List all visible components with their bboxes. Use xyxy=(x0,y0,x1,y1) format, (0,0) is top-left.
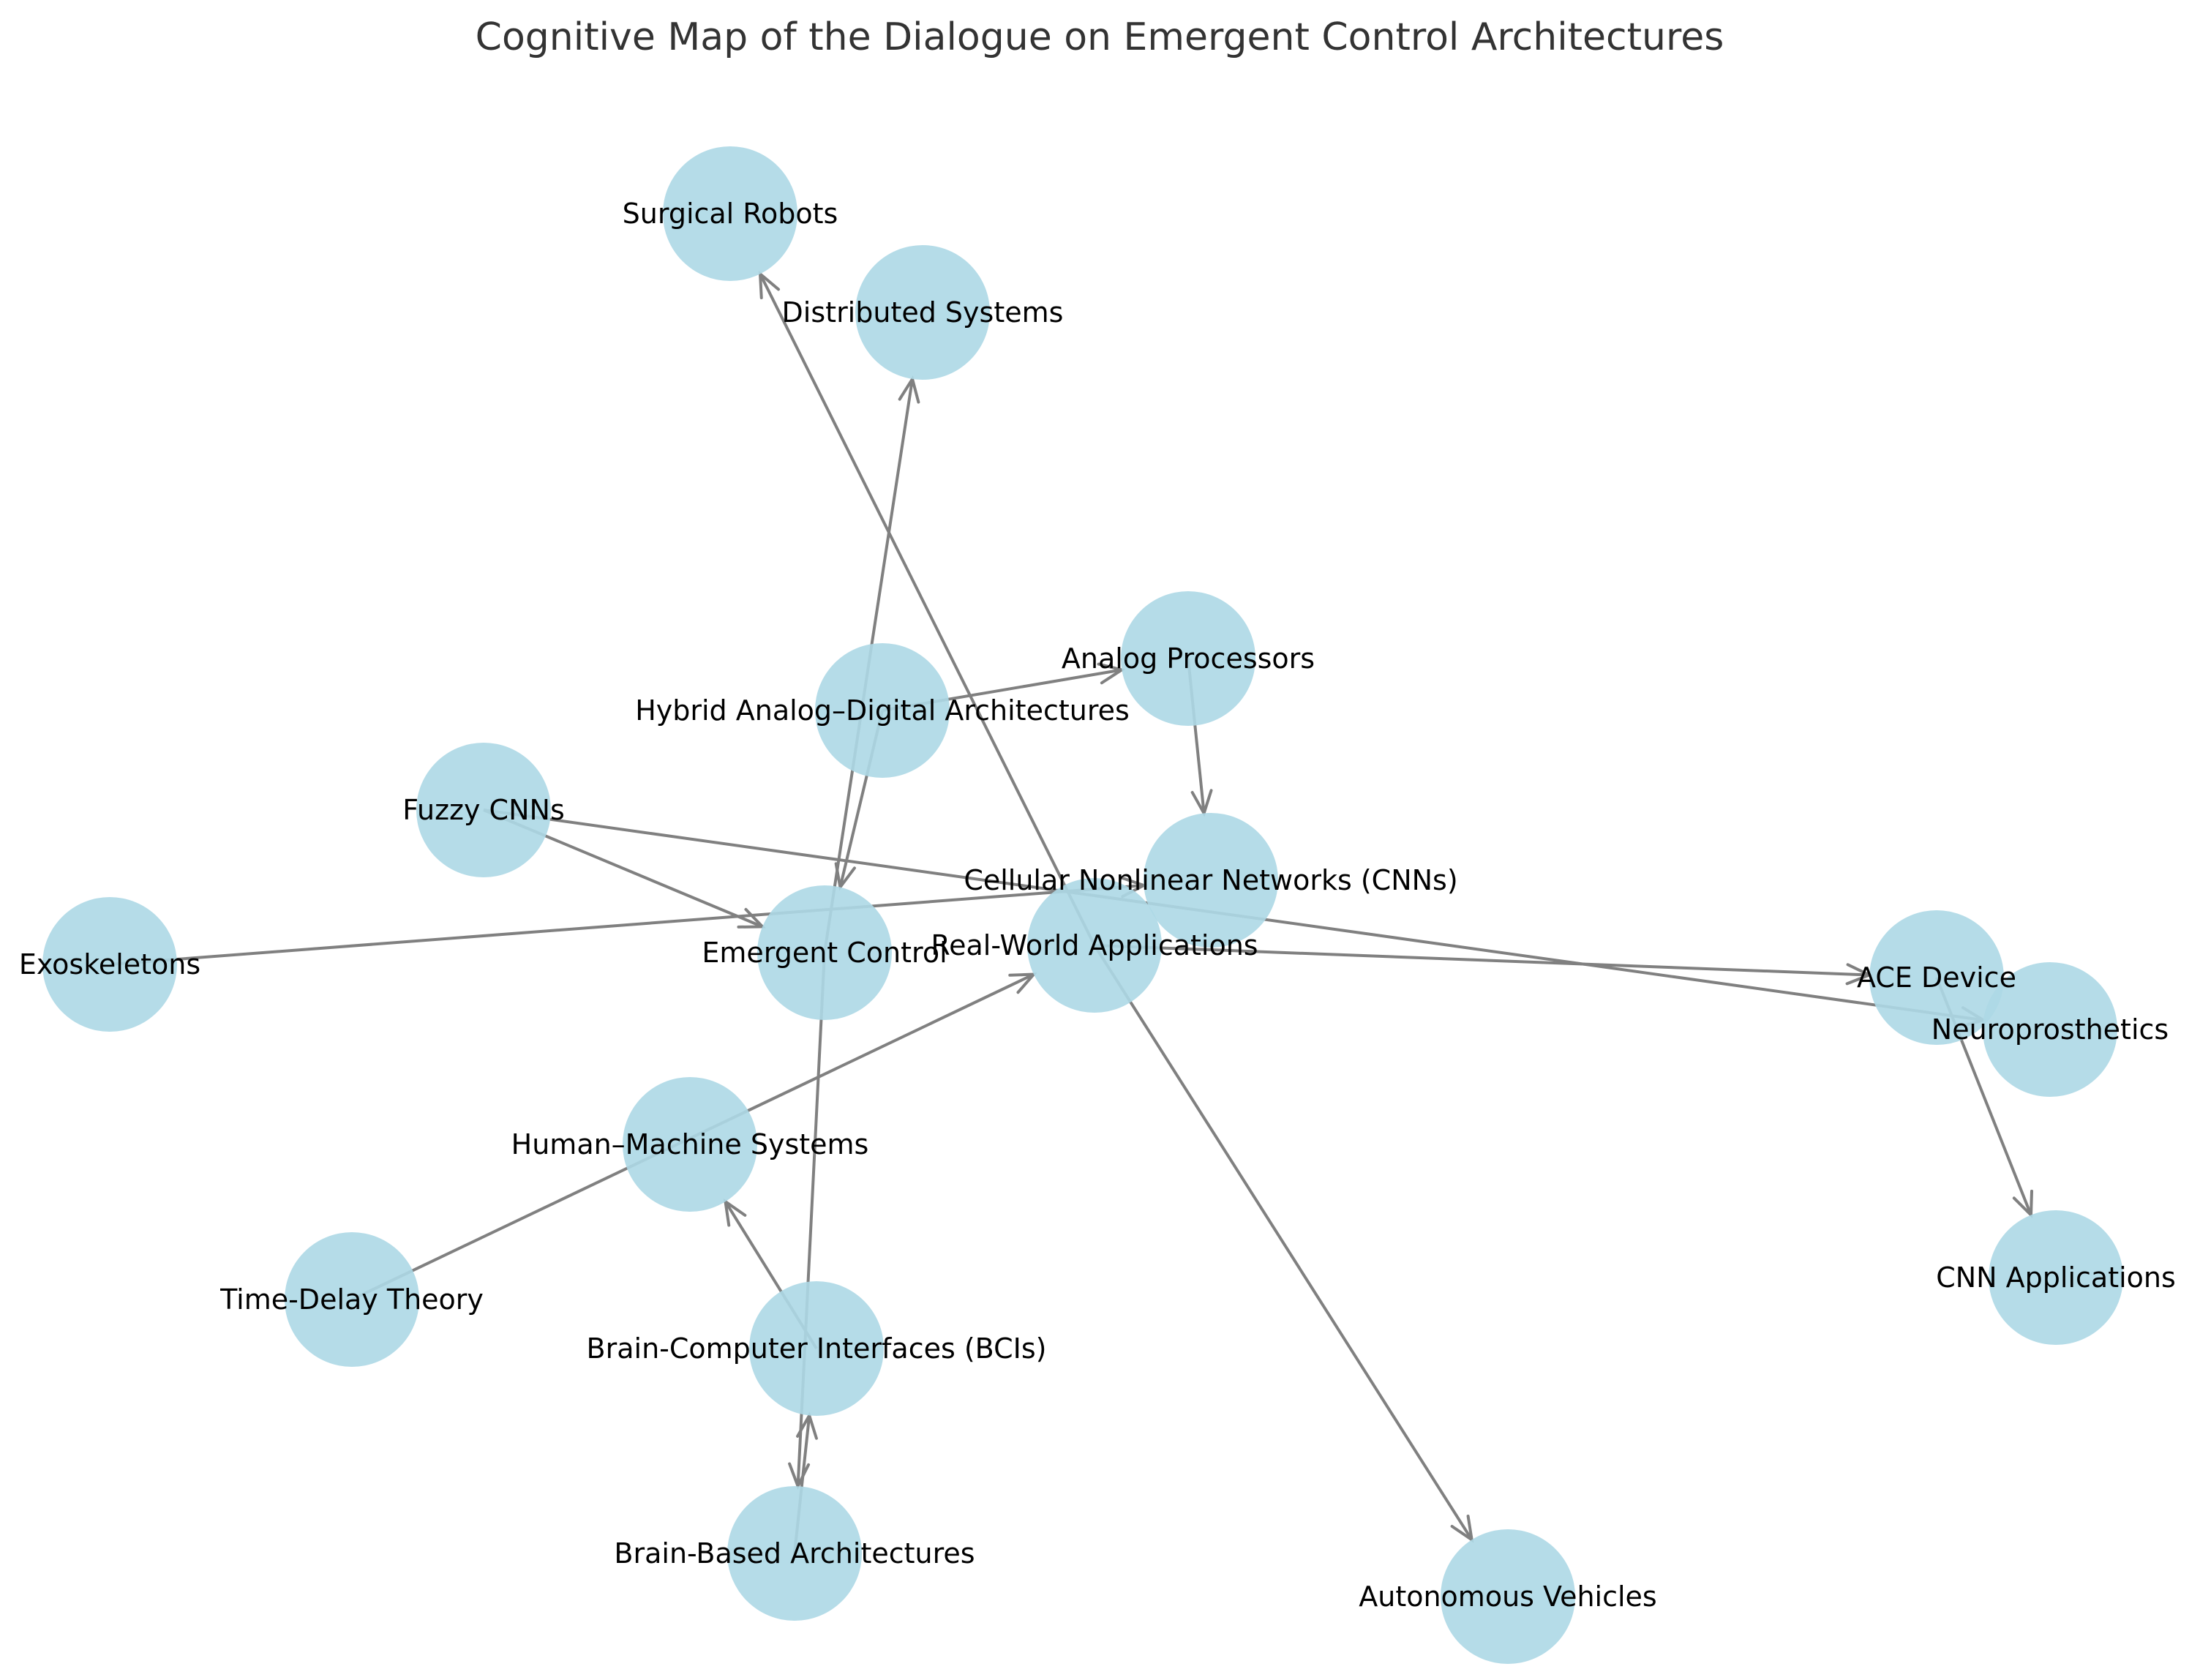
node-label-hybrid: Hybrid Analog–Digital Architectures xyxy=(635,694,1130,727)
node-hms[interactable] xyxy=(623,1077,757,1212)
node-label-surgical: Surgical Robots xyxy=(623,198,838,230)
node-label-realworld: Real-World Applications xyxy=(931,929,1258,961)
node-label-analog: Analog Processors xyxy=(1062,642,1315,675)
node-bci[interactable] xyxy=(749,1281,884,1416)
arrowhead-realworld-to-auto xyxy=(1450,1515,1474,1543)
node-label-cnnapps: CNN Applications xyxy=(1936,1261,2176,1294)
arrowhead-emergent-to-distributed xyxy=(898,375,920,404)
node-auto[interactable] xyxy=(1441,1529,1575,1664)
node-exo[interactable] xyxy=(42,897,177,1032)
arrowhead-bci-to-hms xyxy=(723,1198,747,1227)
node-emergent[interactable] xyxy=(757,885,892,1020)
arrowhead-emergent-to-brainbased xyxy=(788,1462,811,1490)
node-realworld[interactable] xyxy=(1027,878,1162,1013)
node-label-bci: Brain-Computer Interfaces (BCIs) xyxy=(587,1332,1047,1365)
arrowhead-hybrid-to-emergent xyxy=(834,862,856,891)
node-neuro[interactable] xyxy=(1983,962,2117,1097)
node-cnns[interactable] xyxy=(1144,813,1278,948)
node-surgical[interactable] xyxy=(663,146,797,281)
node-label-timedelay: Time-Delay Theory xyxy=(219,1283,484,1316)
node-fuzzy[interactable] xyxy=(416,743,551,877)
node-label-distributed: Distributed Systems xyxy=(782,296,1064,329)
node-layer xyxy=(42,146,2123,1664)
edge-realworld-to-surgical xyxy=(759,273,1096,946)
edge-realworld-to-ace xyxy=(1094,944,1870,977)
edge-exo-to-cnns xyxy=(109,884,1144,966)
node-label-hms: Human–Machine Systems xyxy=(511,1128,869,1160)
arrowhead-brainbased-to-bci xyxy=(796,1411,818,1440)
node-label-emergent: Emergent Control xyxy=(702,937,947,969)
node-label-auto: Autonomous Vehicles xyxy=(1359,1580,1656,1613)
node-timedelay[interactable] xyxy=(285,1232,419,1367)
edge-realworld-to-auto xyxy=(1093,944,1473,1541)
diagram-title: Cognitive Map of the Dialogue on Emergen… xyxy=(476,15,1724,59)
node-label-ace: ACE Device xyxy=(1857,961,2016,994)
node-hybrid[interactable] xyxy=(815,643,950,778)
node-ace[interactable] xyxy=(1869,910,2004,1045)
node-brainbased[interactable] xyxy=(727,1486,862,1621)
node-label-fuzzy: Fuzzy CNNs xyxy=(402,794,565,826)
node-label-neuro: Neuroprosthetics xyxy=(1931,1013,2169,1046)
node-label-cnns: Cellular Nonlinear Networks (CNNs) xyxy=(964,864,1457,896)
node-distributed[interactable] xyxy=(855,245,990,380)
node-label-exo: Exoskeletons xyxy=(19,948,200,980)
node-label-brainbased: Brain-Based Architectures xyxy=(614,1537,975,1570)
node-cnnapps[interactable] xyxy=(1989,1210,2123,1345)
node-analog[interactable] xyxy=(1121,591,1255,726)
